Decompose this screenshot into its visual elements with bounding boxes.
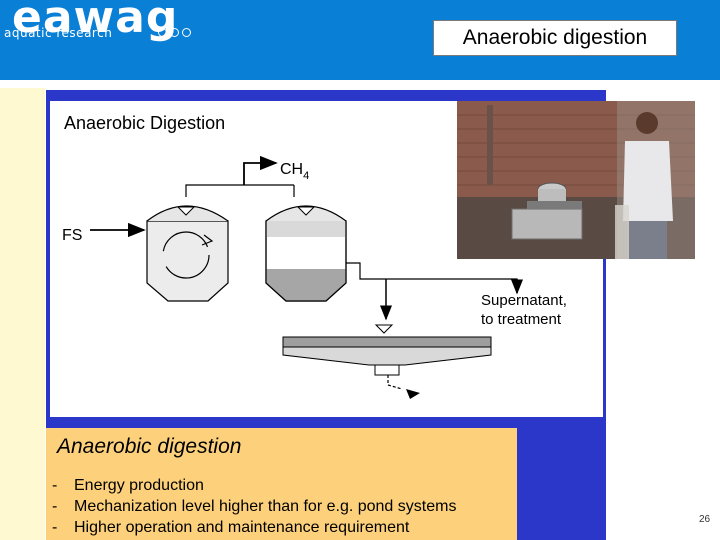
- biogas-stove-photo: [457, 101, 695, 259]
- basin-outlet: [374, 364, 400, 376]
- water-level-icon: [176, 206, 196, 216]
- process-diagram: Anaerobic Digestion CH4 FS Supernatant, …: [50, 101, 603, 417]
- caption-title: Anaerobic digestion: [57, 435, 242, 458]
- left-decorative-strip: [0, 88, 45, 540]
- gas-pipe-left: [185, 184, 294, 197]
- diagram-title: Anaerobic Digestion: [64, 113, 225, 133]
- eawag-logo: eawag: [12, 0, 179, 43]
- ch4-label: CH4: [280, 161, 309, 182]
- scum-layer: [266, 221, 346, 237]
- ch4-arrow: [243, 155, 278, 185]
- fs-label: FS: [62, 227, 82, 244]
- supernatant-label: Supernatant,: [481, 292, 567, 309]
- mixing-rotation-icon: [162, 231, 210, 279]
- list-item: -Energy production: [52, 477, 204, 494]
- supernatant-pipe: [346, 262, 518, 292]
- digester-tank-1: [146, 220, 229, 302]
- bullet-list: -Energy production -Mechanization level …: [52, 475, 456, 538]
- header-bar: eawag aquatic research Anaerobic digesti…: [0, 0, 720, 80]
- settled-sludge-layer: [266, 269, 346, 301]
- slide-title: Anaerobic digestion: [433, 20, 677, 56]
- list-item: -Mechanization level higher than for e.g…: [52, 498, 457, 515]
- water-level-icon: [374, 324, 394, 334]
- rotation-arrowhead: [201, 234, 214, 246]
- diagram-svg: Anaerobic Digestion CH4 FS Supernatant, …: [62, 113, 567, 399]
- outlet-arrowhead: [406, 389, 420, 399]
- page-number: 26: [699, 514, 711, 525]
- list-item: -Higher operation and maintenance requir…: [52, 519, 410, 536]
- logo-tagline: aquatic research: [4, 26, 113, 40]
- outlet-flow: [387, 375, 403, 390]
- settling-basin-top: [282, 336, 492, 348]
- supernatant-label: to treatment: [481, 311, 562, 328]
- digester-outline-2: [265, 221, 347, 302]
- settling-basin: [282, 346, 492, 366]
- caption-box: Anaerobic digestion -Energy production -…: [46, 428, 517, 540]
- logo-dots-icon: [158, 28, 191, 37]
- water-level-icon: [296, 206, 316, 216]
